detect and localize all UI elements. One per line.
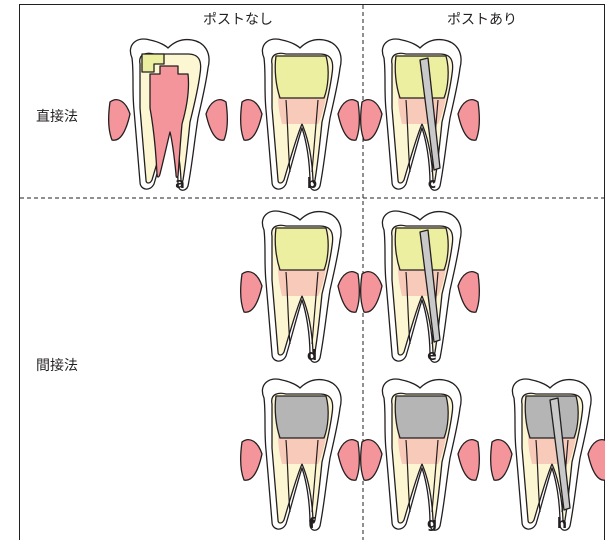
tooth-label-e: e [427,348,437,364]
gingiva-left [241,440,262,481]
tooth-label-d: d [307,348,317,364]
core-buildup [275,228,328,270]
gingiva-left [109,100,130,141]
pulp-chamber [278,436,326,464]
tooth-label-a: a [175,176,184,192]
pulp-chamber [398,268,446,296]
gingiva-left [361,100,382,141]
gingiva-left [361,440,382,481]
gingiva-right [338,440,359,481]
teeth-layer: a b c d e f g h [109,39,605,532]
gingiva-left [241,100,262,141]
column-header-without-post: ポストなし [203,12,273,28]
gingiva-right [338,100,359,141]
tooth-d: d [241,211,360,364]
gingiva-right [458,100,479,141]
tooth-f: f [241,379,360,532]
pulp-chamber [398,436,446,464]
tooth-label-c: c [428,176,436,192]
pulp-chamber [398,96,446,124]
tooth-g: g [361,379,480,532]
column-header-with-post: ポストあり [447,12,517,28]
tooth-c: c [361,39,480,192]
core-buildup [395,396,448,438]
gingiva-right [338,272,359,313]
row-label-direct: 直接法 [36,108,78,125]
tooth-label-h: h [557,516,567,532]
tooth-b: b [241,39,360,192]
tooth-a: a [109,39,228,192]
pulp-chamber [278,96,326,124]
gingiva-right [458,272,479,313]
core-buildup [275,396,328,438]
gingiva-left [361,272,382,313]
tooth-h: h [491,379,605,532]
pulp-chamber [528,436,576,464]
tooth-label-f: f [309,516,316,532]
tooth-label-b: b [307,176,317,192]
core-buildup [275,56,328,98]
row-label-indirect: 間接法 [36,357,78,374]
tooth-label-g: g [427,516,437,532]
gingiva-left [491,440,512,481]
gingiva-right [588,440,605,481]
gingiva-left [241,272,262,313]
pulp-chamber [278,268,326,296]
tooth-e: e [361,211,480,364]
gingiva-right [206,100,227,141]
gingiva-right [458,440,479,481]
